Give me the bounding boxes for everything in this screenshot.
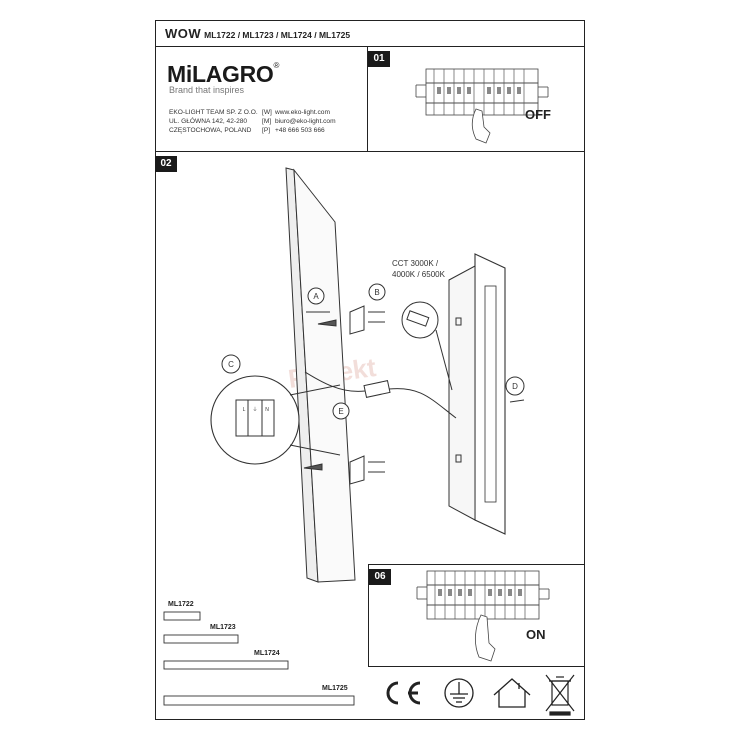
company-contact: [W]www.eko-light.com [M]biuro@eko-light.…: [262, 108, 336, 135]
model-ml1724-shape: [163, 660, 289, 670]
breaker-state-on: ON: [526, 627, 546, 642]
brand-block: MiLAGRO® Brand that inspires EKO-LIGHT T…: [155, 47, 368, 152]
brand-tagline: Brand that inspires: [169, 85, 245, 95]
contact-phone: [P]+48 666 503 666: [262, 127, 325, 134]
step-number: 01: [368, 51, 390, 67]
page-frame: [155, 20, 585, 720]
model-ml1724: ML1724: [254, 650, 280, 657]
company-address: EKO-LIGHT TEAM SP. Z O.O. UL. GŁÓWNA 142…: [169, 108, 258, 135]
wall-face: [293, 168, 356, 583]
terminal-n: N: [265, 407, 269, 413]
step-number: 06: [369, 569, 391, 585]
contact-website: [W]www.eko-light.com: [262, 109, 330, 116]
address-line: EKO-LIGHT TEAM SP. Z O.O.: [169, 109, 258, 116]
callout-b-circle: [368, 283, 386, 301]
breaker-on-illustration: [416, 570, 550, 662]
callout-a: A: [313, 292, 319, 301]
mount-slot-top: [455, 317, 462, 326]
address-line: CZĘSTOCHOWA, POLAND: [169, 127, 252, 134]
callout-e-circle: [332, 402, 350, 420]
connector-zoom: [401, 301, 439, 339]
callout-d: D: [512, 382, 518, 391]
model-ml1723: ML1723: [210, 624, 236, 631]
mount-bracket-bottom: [349, 455, 365, 485]
model-ml1725: ML1725: [322, 685, 348, 692]
brand-name: MiLAGRO: [167, 61, 274, 87]
model-ml1722: ML1722: [168, 601, 194, 608]
step-number: 02: [155, 156, 177, 172]
model-list: ML1722 / ML1723 / ML1724 / ML1725: [204, 30, 351, 40]
step-06-panel: 06 ON: [368, 564, 585, 667]
model-ml1725-shape: [163, 695, 355, 706]
callout-a-circle: [307, 287, 325, 305]
model-ml1722-shape: [163, 611, 201, 621]
weee-bin-icon: [545, 674, 575, 716]
hand-icon: [471, 108, 491, 144]
callout-e: E: [338, 407, 343, 416]
address-line: UL. GŁÓWNA 142, 42-280: [169, 118, 248, 125]
ground-icon: [444, 678, 474, 708]
power-cable: [388, 388, 457, 419]
dowel-top: [317, 319, 337, 327]
mount-slot-bottom: [455, 454, 462, 463]
terminal-ground: ⏚: [252, 406, 257, 413]
cct-label-line2: 4000K / 6500K: [392, 270, 446, 279]
breaker-off-illustration: [415, 68, 549, 144]
mount-bracket-top: [349, 305, 365, 335]
lamp-diffuser: [484, 285, 497, 503]
lamp-body: [474, 253, 506, 535]
ce-mark-icon: [386, 681, 421, 705]
hand-icon: [475, 614, 496, 662]
lamp-side: [448, 265, 476, 521]
product-name: WOW: [165, 26, 202, 41]
callout-b: B: [374, 288, 379, 297]
model-ml1723-shape: [163, 634, 239, 644]
cct-label-line1: CCT 3000K /: [392, 259, 439, 268]
power-driver: [363, 380, 391, 398]
terminal-detail: [210, 375, 300, 465]
contact-email: [M]biuro@eko-light.com: [262, 118, 336, 125]
terminal-l: L: [243, 407, 246, 413]
step-02-panel: 02: [155, 152, 585, 564]
breaker-state-off: OFF: [525, 107, 551, 122]
step-01-panel: 01 OFF: [368, 47, 585, 152]
brand-logo: MiLAGRO®: [167, 61, 279, 88]
certification-symbols: [368, 667, 585, 720]
dowel-bottom: [303, 463, 323, 471]
registered-mark: ®: [273, 61, 280, 70]
indoor-house-icon: [493, 678, 531, 708]
terminal-block: [235, 399, 275, 437]
callout-c-circle: [221, 354, 241, 374]
supply-cable: [304, 371, 366, 392]
callout-d-circle: [505, 376, 525, 396]
callout-c: C: [228, 360, 234, 369]
